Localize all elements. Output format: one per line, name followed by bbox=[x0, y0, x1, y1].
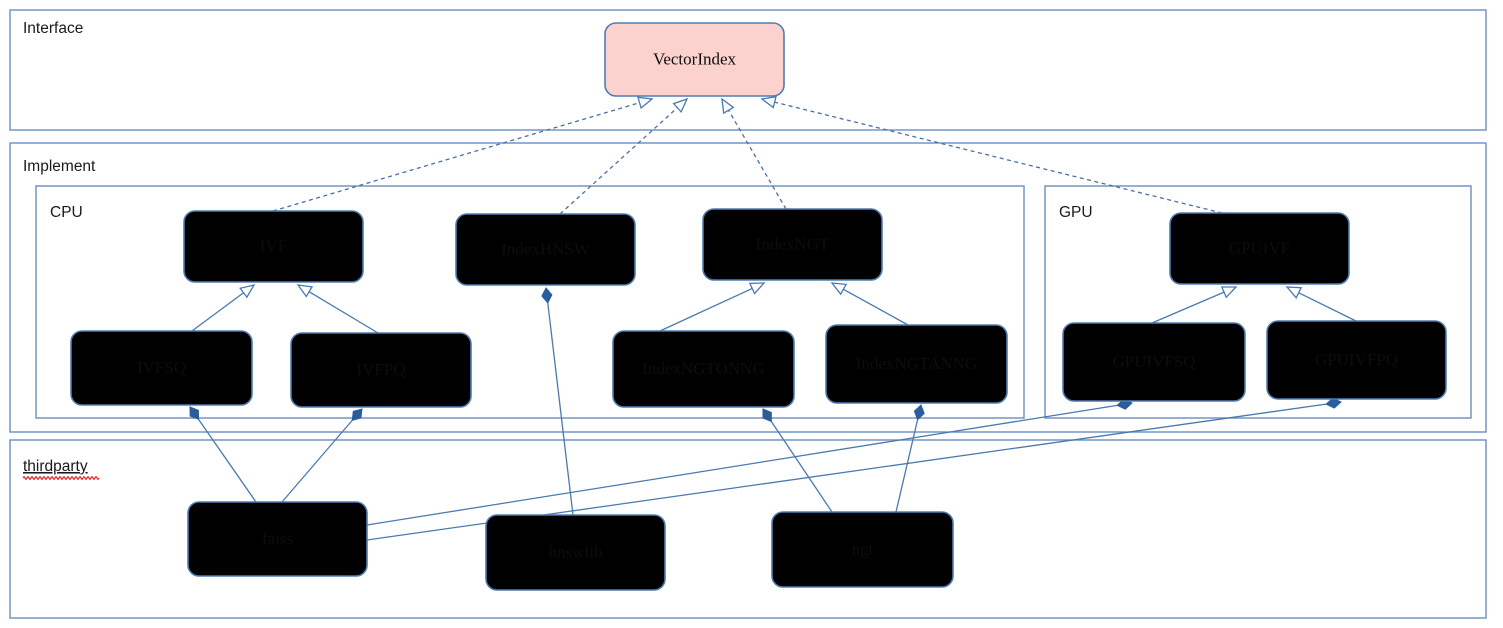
edge-line bbox=[1297, 291, 1357, 322]
node-label-ivfpq: IVFPQ bbox=[356, 360, 405, 379]
edge-ivf-to-vectorindex bbox=[272, 96, 654, 212]
node-box-vectorindex[interactable] bbox=[604, 22, 785, 97]
edge-marker-hollow-triangle bbox=[1285, 286, 1303, 299]
node-box-hnswlib[interactable] bbox=[485, 514, 666, 591]
node-label-gpuivfpq: GPUIVFPQ bbox=[1315, 350, 1398, 369]
edge-marker-filled-diamond bbox=[351, 408, 363, 422]
node-label-hnswlib: hnswlib bbox=[549, 542, 603, 561]
node-indexhnsw[interactable]: IndexHNSW bbox=[455, 213, 636, 286]
node-ivfpq[interactable]: IVFPQ bbox=[290, 332, 472, 408]
edge-line bbox=[895, 419, 919, 513]
group-label-gpu: GPU bbox=[1059, 204, 1093, 221]
edge-indexngtonng-to-indexngt bbox=[659, 282, 766, 332]
node-indexngt[interactable]: IndexNGT bbox=[702, 208, 883, 281]
node-label-indexngt: IndexNGT bbox=[756, 234, 830, 253]
edge-faiss-to-ivfpq bbox=[281, 408, 363, 503]
edge-indexngtanng-to-indexngt bbox=[830, 282, 909, 326]
node-ngt[interactable]: ngt bbox=[771, 511, 954, 588]
node-box-indexhnsw[interactable] bbox=[455, 213, 636, 286]
node-faiss[interactable]: faiss bbox=[187, 501, 368, 577]
edge-marker-filled-diamond bbox=[913, 404, 925, 421]
edge-marker-hollow-triangle bbox=[239, 284, 256, 299]
edge-line bbox=[659, 287, 754, 332]
edge-marker-hollow-triangle bbox=[637, 96, 654, 110]
node-indexngtonng[interactable]: IndexNGTONNG bbox=[612, 330, 795, 408]
edge-line bbox=[1151, 291, 1226, 324]
edge-marker-hollow-triangle bbox=[721, 97, 735, 115]
node-box-gpuivfsq[interactable] bbox=[1062, 322, 1246, 402]
node-gpuivfpq[interactable]: GPUIVFPQ bbox=[1266, 320, 1447, 400]
edge-marker-hollow-triangle bbox=[760, 95, 777, 109]
edge-marker-hollow-triangle bbox=[748, 282, 766, 295]
group-label-cpu: CPU bbox=[50, 204, 83, 221]
edge-line bbox=[198, 418, 257, 503]
edge-hnswlib-to-indexhnsw bbox=[541, 287, 574, 516]
node-box-faiss[interactable] bbox=[187, 501, 368, 577]
node-label-ivf: IVF bbox=[260, 236, 287, 255]
edge-line bbox=[770, 421, 833, 513]
edge-line bbox=[842, 288, 909, 326]
node-ivf[interactable]: IVF bbox=[183, 210, 364, 283]
node-label-ngt: ngt bbox=[852, 539, 874, 558]
edge-marker-hollow-triangle bbox=[296, 284, 314, 298]
node-box-indexngtonng[interactable] bbox=[612, 330, 795, 408]
edge-marker-hollow-triangle bbox=[672, 97, 689, 114]
spellcheck-squiggle-thirdparty bbox=[22, 476, 100, 480]
node-box-gpuivf[interactable] bbox=[1169, 212, 1350, 285]
node-box-ivfpq[interactable] bbox=[290, 332, 472, 408]
node-ivfsq[interactable]: IVFSQ bbox=[70, 330, 253, 406]
node-box-indexngtanng[interactable] bbox=[825, 324, 1008, 404]
group-label-implement: Implement bbox=[23, 158, 96, 175]
edge-ivfpq-to-ivf bbox=[296, 284, 379, 334]
edge-ngt-to-indexngtanng bbox=[895, 404, 925, 513]
node-box-indexngt[interactable] bbox=[702, 208, 883, 281]
node-box-ngt[interactable] bbox=[771, 511, 954, 588]
edge-line bbox=[366, 404, 1118, 526]
edge-gpuivf-to-vectorindex bbox=[760, 95, 1223, 214]
edge-ngt-to-indexngtonng bbox=[762, 408, 833, 513]
node-label-indexngtonng: IndexNGTONNG bbox=[642, 359, 764, 378]
edge-marker-filled-diamond bbox=[189, 406, 200, 421]
edges-layer bbox=[189, 95, 1357, 541]
node-box-ivfsq[interactable] bbox=[70, 330, 253, 406]
node-box-gpuivfpq[interactable] bbox=[1266, 320, 1447, 400]
node-vectorindex[interactable]: VectorIndex bbox=[604, 22, 785, 97]
edge-indexngt-to-vectorindex bbox=[721, 97, 787, 210]
node-indexngtanng[interactable]: IndexNGTANNG bbox=[825, 324, 1008, 404]
edge-faiss-to-ivfsq bbox=[189, 406, 257, 503]
edge-ivfsq-to-ivf bbox=[191, 284, 256, 332]
edge-line bbox=[191, 291, 245, 332]
edge-marker-hollow-triangle bbox=[830, 282, 848, 296]
edge-line bbox=[281, 419, 353, 503]
edge-gpuivfsq-to-gpuivf bbox=[1151, 286, 1238, 324]
edge-indexhnsw-to-vectorindex bbox=[559, 97, 689, 215]
node-gpuivf[interactable]: GPUIVF bbox=[1169, 212, 1350, 285]
edge-marker-filled-diamond bbox=[762, 408, 772, 423]
node-label-gpuivf: GPUIVF bbox=[1229, 238, 1290, 257]
edge-line bbox=[547, 302, 574, 516]
node-label-faiss: faiss bbox=[262, 529, 293, 548]
node-label-vectorindex: VectorIndex bbox=[653, 49, 737, 68]
group-label-thirdparty: thirdparty bbox=[23, 458, 88, 475]
node-label-ivfsq: IVFSQ bbox=[137, 358, 186, 377]
node-label-indexhnsw: IndexHNSW bbox=[501, 239, 591, 258]
node-label-indexngtanng: IndexNGTANNG bbox=[856, 354, 977, 373]
edge-marker-filled-diamond bbox=[541, 287, 553, 304]
edge-line bbox=[307, 290, 379, 334]
node-label-gpuivfsq: GPUIVFSQ bbox=[1112, 352, 1195, 371]
node-box-ivf[interactable] bbox=[183, 210, 364, 283]
edge-line bbox=[773, 101, 1223, 214]
edge-line bbox=[272, 101, 641, 212]
node-gpuivfsq[interactable]: GPUIVFSQ bbox=[1062, 322, 1246, 402]
edge-gpuivfpq-to-gpuivf bbox=[1285, 286, 1357, 322]
edge-marker-hollow-triangle bbox=[1220, 286, 1238, 299]
node-hnswlib[interactable]: hnswlib bbox=[485, 514, 666, 591]
group-label-interface: Interface bbox=[23, 20, 83, 37]
